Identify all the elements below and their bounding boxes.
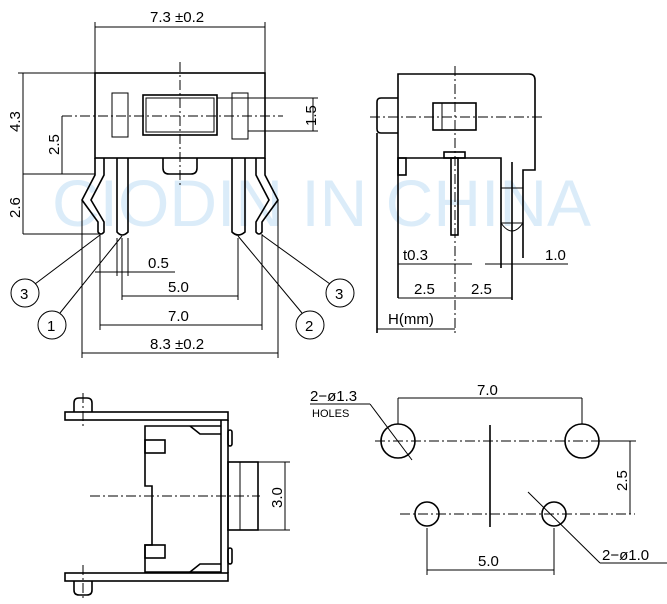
offset-dim: 1.0 (545, 247, 566, 264)
thickness-dim: t0.3 (403, 247, 428, 264)
pin-3-left (81, 158, 105, 235)
side-boss (376, 97, 398, 134)
top-flange (64, 411, 229, 421)
button-dim: 1.5 (303, 105, 320, 126)
height-dim: 4.3 (7, 111, 24, 132)
pin-1 (116, 158, 129, 236)
leg-span-dim: 7.0 (168, 308, 189, 325)
small-hole-label: 2−ø1.0 (602, 547, 649, 564)
left-2-5-dim: 2.5 (414, 281, 435, 298)
leg-dim: 2.6 (7, 197, 24, 218)
pin-label: 3 (335, 286, 343, 303)
pitch-dim: 5.0 (168, 279, 189, 296)
pin-dim: 0.5 (148, 255, 169, 272)
bottom-flange (64, 572, 229, 582)
side-body (397, 73, 536, 298)
right-2-5-dim: 2.5 (471, 281, 492, 298)
side-view: t0.3 1.0 2.5 2.5 H(mm) (370, 66, 568, 333)
pin-label: 1 (47, 318, 55, 335)
front-view: 7.3 ±0.2 4.3 2.5 2.6 1.5 0.5 5.0 7.0 8.3… (7, 9, 355, 358)
width-dim: 7.3 ±0.2 (150, 9, 204, 26)
side-pin (450, 157, 459, 236)
overall-dim: 8.3 ±0.2 (150, 336, 204, 353)
pin-callout-3-left: 3 (10, 278, 40, 308)
pin-callout-2: 2 (295, 310, 325, 340)
pin-label: 3 (20, 286, 28, 303)
pin-callout-3-right: 3 (325, 278, 355, 308)
small-pitch-dim: 5.0 (478, 553, 499, 570)
pin-callout-1: 1 (37, 310, 67, 340)
button-width-dim: 3.0 (269, 487, 286, 508)
side-inner (398, 157, 502, 268)
pcb-footprint: 7.0 2.5 5.0 2−ø1.3 HOLES 2−ø1.0 (310, 382, 667, 575)
row-dim: 2.5 (614, 470, 631, 491)
bottom-view: 3.0 (64, 393, 290, 600)
watermark: CIODIN IN CHINA (52, 166, 591, 240)
large-hole-label: 2−ø1.3 (310, 388, 357, 405)
pin-label: 2 (305, 318, 313, 335)
pin-2 (231, 158, 246, 236)
large-pitch-dim: 7.0 (477, 382, 498, 399)
height-label: H(mm) (388, 311, 434, 328)
bottom-body (144, 425, 221, 573)
pin-3-right (255, 158, 279, 235)
left-slot (111, 92, 129, 138)
holes-label: HOLES (312, 408, 349, 420)
center-dim: 2.5 (46, 134, 63, 155)
